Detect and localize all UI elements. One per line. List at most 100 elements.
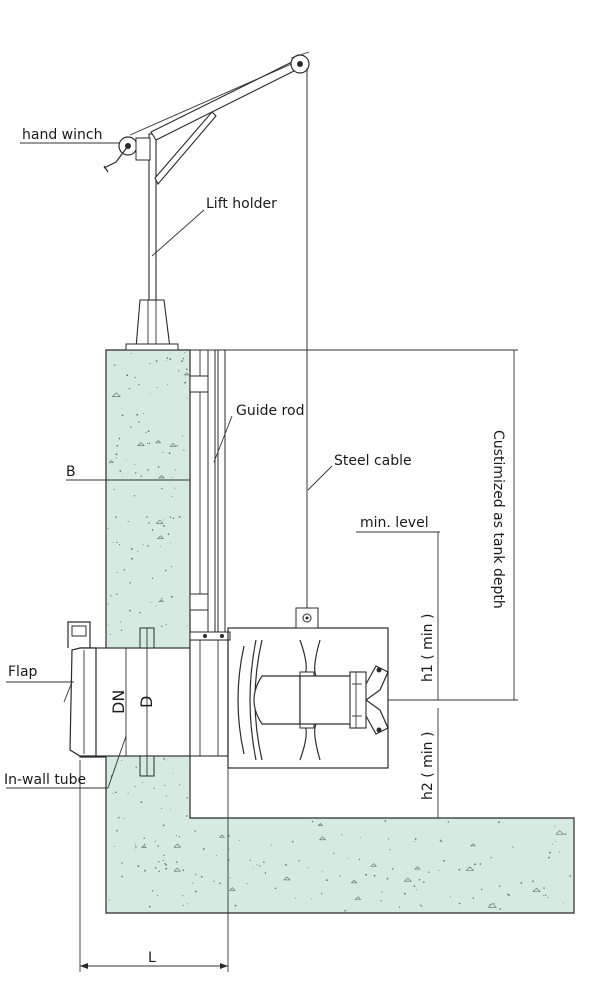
concrete-speck — [194, 890, 197, 893]
concrete-speck — [112, 542, 114, 543]
tube-body — [79, 647, 191, 757]
concrete-speck — [116, 830, 118, 832]
concrete-speck — [167, 384, 169, 386]
concrete-speck — [115, 457, 117, 459]
concrete-speck — [420, 904, 422, 906]
concrete-speck — [171, 496, 173, 498]
concrete-speck — [163, 854, 165, 857]
concrete-speck — [298, 860, 300, 862]
concrete-aggregate — [465, 866, 475, 871]
concrete-speck — [135, 472, 137, 474]
concrete-speck — [120, 629, 123, 631]
concrete-speck — [543, 894, 545, 896]
concrete-speck — [359, 837, 361, 839]
concrete-aggregate — [173, 867, 181, 872]
concrete-speck — [179, 784, 181, 786]
concrete-speck — [182, 904, 184, 906]
concrete-speck — [184, 352, 186, 353]
concrete-speck — [307, 867, 309, 869]
concrete-speck — [163, 758, 166, 760]
concrete-speck — [192, 882, 194, 884]
concrete-speck — [249, 859, 251, 861]
concrete-texture — [107, 352, 571, 912]
concrete-speck — [120, 621, 121, 623]
concrete-speck — [384, 820, 387, 822]
concrete-speck — [115, 516, 117, 518]
concrete-speck — [234, 904, 237, 907]
concrete-speck — [549, 851, 551, 854]
concrete-speck — [270, 844, 272, 846]
concrete-aggregate — [136, 442, 145, 446]
concrete-speck — [447, 821, 449, 823]
label-h1: h1 ( min ) — [420, 614, 436, 682]
concrete-speck — [155, 360, 158, 362]
concrete-speck — [439, 839, 442, 842]
concrete-aggregate — [317, 823, 324, 826]
concrete-speck — [169, 358, 172, 360]
concrete-speck — [185, 815, 188, 817]
concrete-speck — [404, 892, 406, 895]
concrete-aggregate — [414, 866, 421, 870]
concrete-speck — [388, 838, 390, 840]
concrete-speck — [164, 862, 166, 865]
concrete-speck — [134, 848, 136, 850]
concrete-speck — [498, 885, 501, 887]
concrete-aggregate — [158, 474, 165, 479]
concrete-speck — [115, 791, 117, 794]
concrete-aggregate — [155, 519, 164, 524]
concrete-speck — [341, 834, 343, 836]
concrete-speck — [558, 851, 560, 853]
concrete-speck — [182, 895, 184, 897]
concrete-aggregate — [283, 876, 291, 881]
concrete-speck — [165, 795, 167, 797]
concrete-speck — [413, 885, 416, 887]
concrete-speck — [228, 848, 230, 850]
label-l: L — [148, 950, 156, 966]
concrete-speck — [554, 825, 556, 827]
label-in-wall-tube: In-wall tube — [4, 772, 86, 788]
concrete-speck — [440, 840, 443, 843]
concrete-speck — [181, 360, 183, 362]
concrete-speck — [151, 890, 154, 892]
concrete-speck — [418, 879, 421, 881]
concrete-speck — [489, 904, 491, 906]
concrete-speck — [373, 874, 376, 877]
concrete-speck — [512, 846, 514, 848]
concrete-speck — [181, 435, 183, 437]
concrete-speck — [118, 437, 121, 440]
pump-unit — [227, 607, 389, 769]
concrete-speck — [129, 609, 131, 612]
concrete-speck — [130, 426, 132, 428]
concrete-speck — [311, 898, 313, 900]
concrete-speck — [167, 533, 170, 535]
concrete-speck — [151, 577, 154, 579]
concrete-speck — [158, 870, 160, 872]
concrete-speck — [321, 871, 323, 873]
concrete-speck — [480, 888, 483, 890]
concrete-speck — [562, 902, 564, 904]
concrete-speck — [174, 469, 176, 471]
concrete-aggregate — [155, 440, 162, 444]
concrete-speck — [216, 855, 217, 857]
concrete-speck — [182, 357, 185, 360]
concrete-speck — [130, 548, 133, 550]
lift-holder-base — [135, 299, 171, 349]
concrete-speck — [148, 905, 151, 908]
concrete-speck — [295, 897, 297, 899]
concrete-speck — [178, 836, 180, 838]
concrete-speck — [125, 459, 127, 461]
flap-valve — [67, 621, 97, 757]
concrete-speck — [219, 882, 221, 885]
concrete-speck — [520, 882, 523, 884]
concrete-speck — [107, 603, 109, 605]
concrete-speck — [138, 421, 140, 423]
concrete-speck — [443, 859, 445, 862]
concrete-speck — [474, 863, 476, 866]
concrete-speck — [490, 856, 492, 859]
concrete-speck — [118, 544, 121, 546]
concrete-speck — [175, 835, 177, 837]
concrete-speck — [263, 861, 265, 863]
concrete-speck — [123, 818, 125, 819]
concrete-speck — [134, 376, 136, 379]
